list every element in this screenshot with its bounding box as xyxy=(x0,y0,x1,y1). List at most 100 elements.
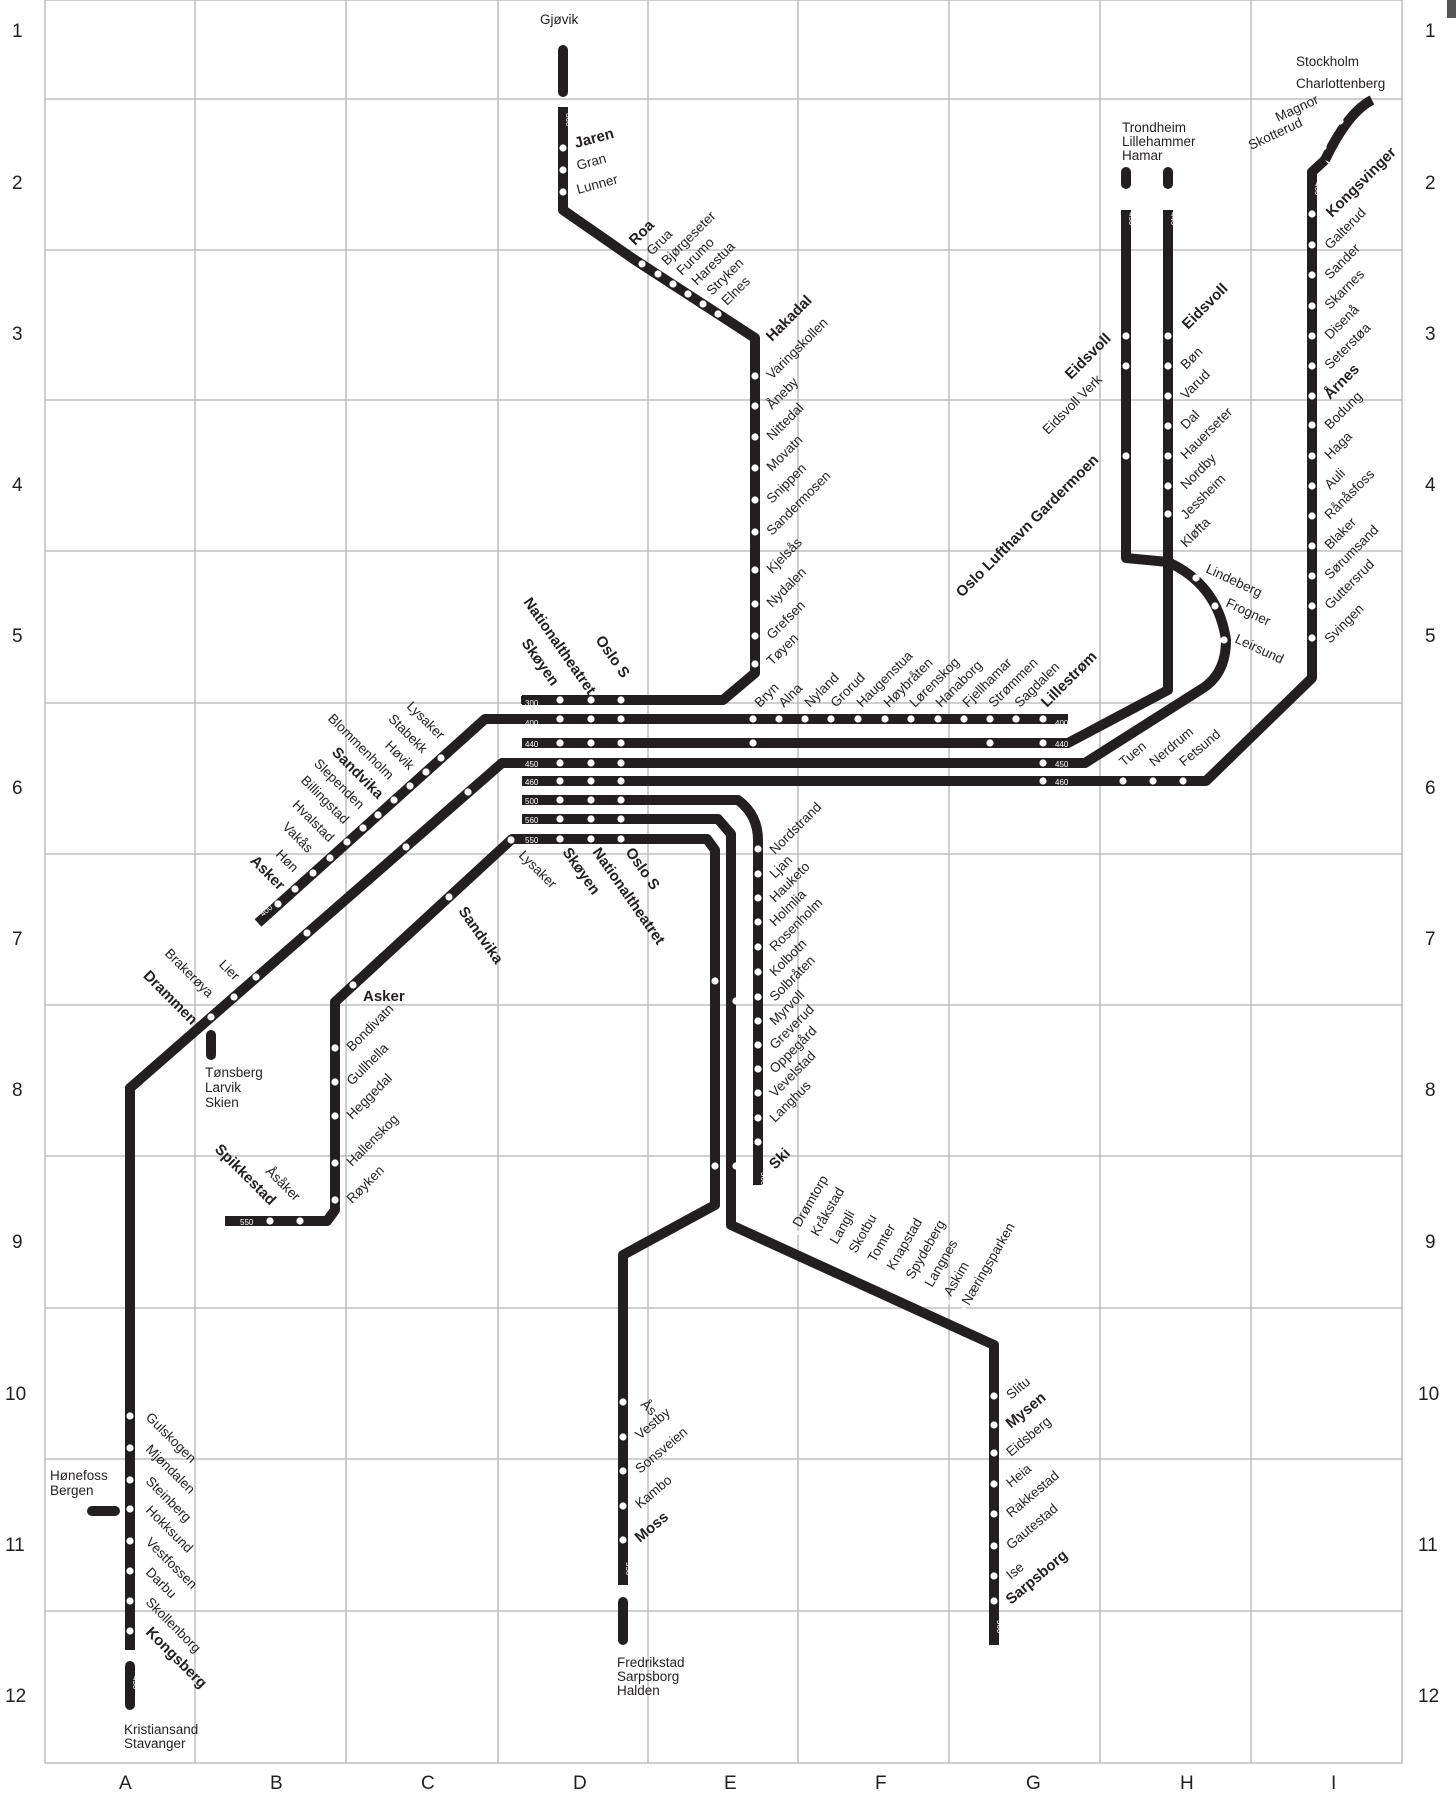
line-badge-460-north: 460 xyxy=(1313,182,1322,196)
station-label: Sandvika xyxy=(455,904,507,968)
terminal-tonsberg: Tønsberg xyxy=(205,1065,263,1080)
column-label: H xyxy=(1180,1773,1194,1793)
row-label: 9 xyxy=(12,1232,23,1253)
terminal-charlottenberg: Charlottenberg xyxy=(1296,76,1385,91)
terminal-halden: Halden xyxy=(617,1683,660,1698)
station-label: Varud xyxy=(1178,367,1213,402)
station-label: Røyken xyxy=(344,1163,387,1206)
line-badge-460: 460 xyxy=(525,778,539,787)
station-label: Ski xyxy=(766,1145,794,1173)
station-label: Næringsparken xyxy=(959,1220,1018,1307)
line-badge-450-north: 450 xyxy=(1127,212,1136,226)
terminal-gjovik: Gjøvik xyxy=(540,12,578,27)
terminal-kristiansand: Kristiansand xyxy=(124,1722,198,1737)
row-label: 2 xyxy=(1425,173,1436,194)
row-label: 11 xyxy=(1418,1535,1438,1556)
line-badge-440-north: 440 xyxy=(1169,212,1178,226)
station-label: Bondivatn xyxy=(344,1001,397,1054)
column-label: A xyxy=(119,1773,132,1793)
station-label: Kløfta xyxy=(1178,514,1214,550)
terminal-larvik: Larvik xyxy=(205,1080,241,1095)
column-label: G xyxy=(1026,1773,1041,1793)
line-badge-460-east: 460 xyxy=(1055,778,1069,787)
station-label: Eidsvoll xyxy=(1179,280,1232,333)
row-label: 5 xyxy=(1425,626,1436,647)
station-label: Alna xyxy=(776,680,806,710)
row-label: 6 xyxy=(1425,778,1436,799)
terminal-lillehammer: Lillehammer xyxy=(1122,134,1196,149)
row-label: 1 xyxy=(12,21,23,42)
line-badge-450: 450 xyxy=(525,760,539,769)
column-label: D xyxy=(573,1773,587,1793)
row-label: 6 xyxy=(12,778,23,799)
grid-row-labels-right: 1 2 3 4 5 6 7 8 9 10 11 12 xyxy=(1418,21,1439,1707)
row-label: 10 xyxy=(1418,1384,1439,1405)
station-label: Skotterud xyxy=(1246,115,1305,153)
terminal-fredrikstad: Fredrikstad xyxy=(617,1655,685,1670)
column-label: E xyxy=(724,1773,737,1793)
line-badge-500-south: 500 xyxy=(759,1172,768,1186)
station-label: Eidsvoll xyxy=(1062,330,1115,383)
row-label: 4 xyxy=(1425,475,1436,496)
terminal-sarpsborg: Sarpsborg xyxy=(617,1669,679,1684)
terminal-honefoss: Hønefoss xyxy=(50,1468,108,1483)
scroll-thumb[interactable] xyxy=(1447,0,1456,18)
station-label: Haga xyxy=(1322,428,1356,462)
line-460-northeast xyxy=(1325,100,1372,160)
row-label: 8 xyxy=(12,1080,23,1101)
row-label: 1 xyxy=(1425,21,1436,42)
row-label: 2 xyxy=(12,173,23,194)
station-label: Lier xyxy=(216,957,243,984)
row-label: 5 xyxy=(12,626,23,647)
station-label: Oslo Lufthavn Gardermoen xyxy=(953,451,1102,600)
line-badge-300: 300 xyxy=(525,699,539,708)
station-label: Dal xyxy=(1178,407,1203,432)
station-label: Lunner xyxy=(575,171,620,196)
terminal-skien: Skien xyxy=(205,1095,239,1110)
line-badge-560-south: 560 xyxy=(995,1620,1004,1634)
terminal-hamar: Hamar xyxy=(1122,148,1163,163)
row-label: 10 xyxy=(5,1384,26,1405)
row-label: 3 xyxy=(1425,324,1436,345)
line-badge-450-east: 450 xyxy=(1055,760,1069,769)
line-badge-550-west: 550 xyxy=(240,1218,254,1227)
line-badge-400: 400 xyxy=(525,719,539,728)
line-badge-550: 550 xyxy=(525,836,539,845)
station-label: Gran xyxy=(575,151,608,173)
column-label: F xyxy=(875,1773,887,1793)
station-label: Jaren xyxy=(573,125,616,152)
row-label: 3 xyxy=(12,324,23,345)
row-label: 7 xyxy=(12,929,23,950)
row-label: 12 xyxy=(1418,1686,1439,1707)
grid-row-labels-left: 1 2 3 4 5 6 7 8 9 10 11 12 xyxy=(5,21,26,1707)
line-badge-560: 560 xyxy=(525,816,539,825)
row-label: 12 xyxy=(5,1686,26,1707)
station-labels: Jaren Gran Lunner Roa Grua Bjørgeseter F… xyxy=(140,92,1400,1692)
line-badge-440-east: 440 xyxy=(1055,740,1069,749)
map-grid xyxy=(45,0,1402,1763)
row-label: 11 xyxy=(5,1535,25,1556)
station-label: Moss xyxy=(632,1508,672,1546)
line-badge-500: 500 xyxy=(525,797,539,806)
terminal-stavanger: Stavanger xyxy=(124,1736,186,1751)
column-label: B xyxy=(270,1773,283,1793)
line-badge-400-east: 400 xyxy=(1055,719,1069,728)
line-badge-450-south: 450 xyxy=(131,1676,140,1690)
line-300 xyxy=(522,107,755,700)
row-label: 7 xyxy=(1425,929,1436,950)
line-badge-300-north: 300 xyxy=(564,113,573,127)
row-label: 8 xyxy=(1425,1080,1436,1101)
line-badge-550-south: 550 xyxy=(624,1562,633,1576)
row-label: 4 xyxy=(12,475,23,496)
grid-column-labels: A B C D E F G H I xyxy=(119,1773,1336,1793)
station-label: Oslo S xyxy=(592,633,633,682)
terminal-trondheim: Trondheim xyxy=(1122,120,1186,135)
column-label: C xyxy=(421,1773,435,1793)
station-label: Bryn xyxy=(752,680,782,710)
terminal-stockholm: Stockholm xyxy=(1296,54,1359,69)
terminal-bergen: Bergen xyxy=(50,1483,94,1498)
station-label: Leirsund xyxy=(1233,631,1286,666)
line-badge-440: 440 xyxy=(525,740,539,749)
row-label: 9 xyxy=(1425,1232,1436,1253)
